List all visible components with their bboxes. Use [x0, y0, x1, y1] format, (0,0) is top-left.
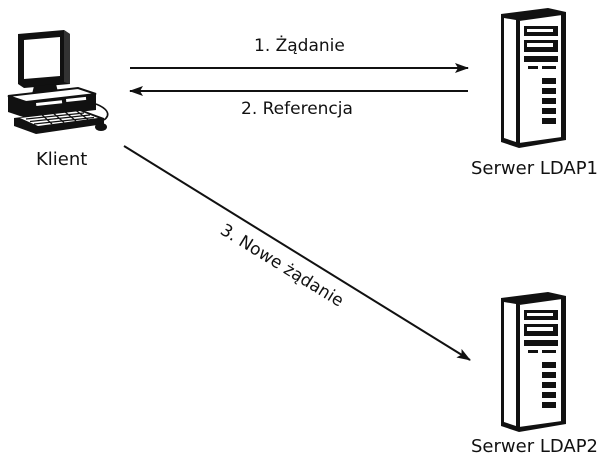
client-computer-icon: [7, 30, 109, 134]
referral-label: 2. Referencja: [241, 99, 353, 119]
client-label: Klient: [36, 149, 88, 170]
request-label: 1. Żądanie: [254, 36, 345, 56]
server-ldap1-icon: [501, 8, 566, 148]
server-ldap2-label: Serwer LDAP2: [471, 436, 597, 457]
new-request-arrow: [123, 145, 471, 361]
server-ldap1-label: Serwer LDAP1: [471, 158, 597, 179]
server-ldap2-icon: [501, 292, 566, 432]
